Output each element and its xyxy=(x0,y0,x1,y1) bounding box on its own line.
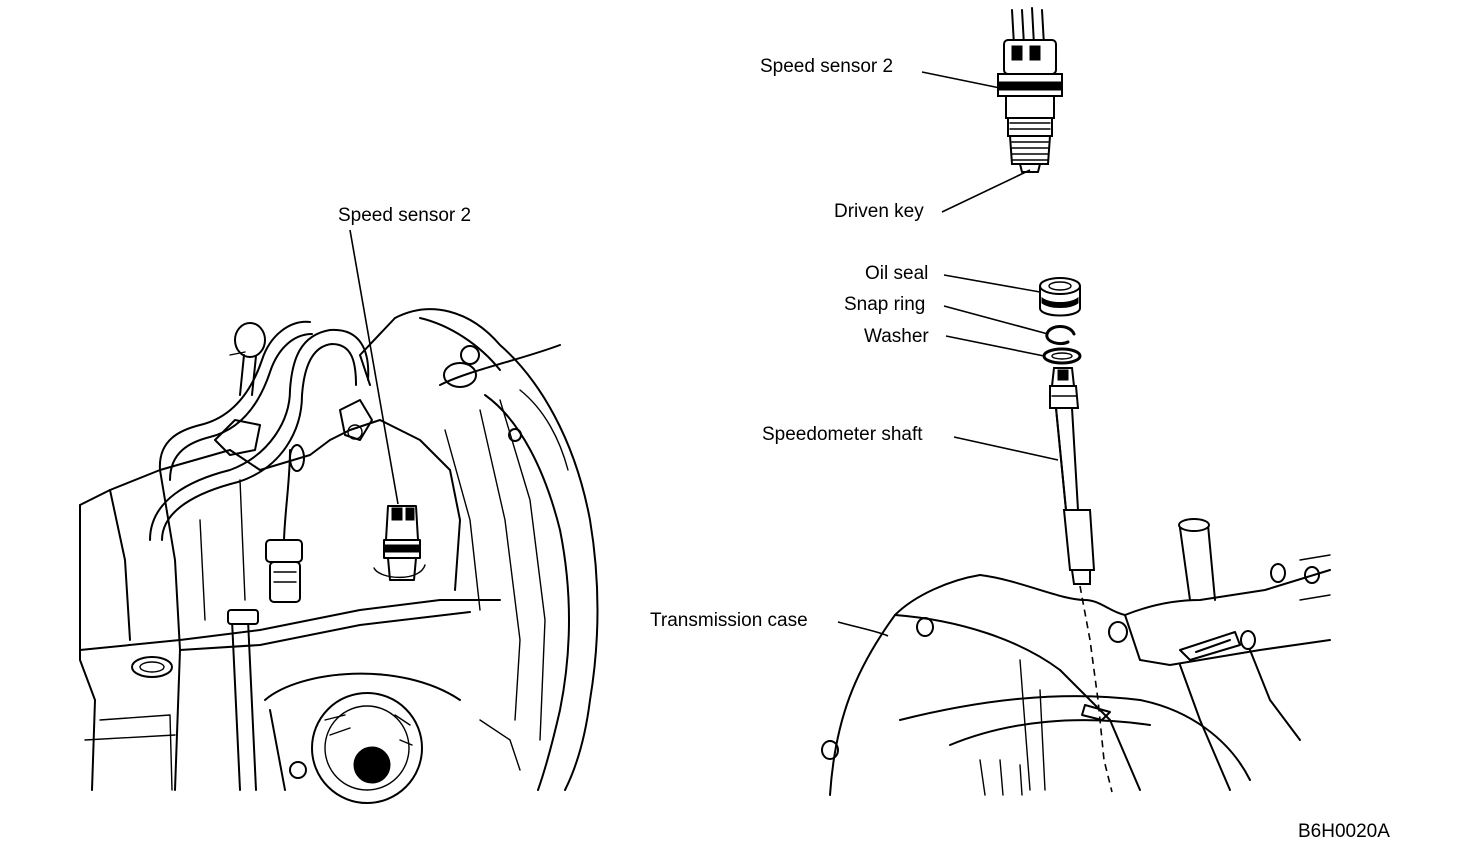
washer-leader xyxy=(945,335,1045,357)
washer xyxy=(1042,347,1082,365)
oil-seal-label: Oil seal xyxy=(865,263,929,284)
transmission-case-leader xyxy=(837,621,889,637)
left-speed-sensor-leader xyxy=(349,229,399,505)
figure-code: B6H0020A xyxy=(1298,821,1390,842)
left-speed-sensor-label: Speed sensor 2 xyxy=(338,205,472,226)
right-speed-sensor-leader xyxy=(921,71,1001,89)
driven-key-label: Driven key xyxy=(834,201,924,222)
oil-seal xyxy=(1039,277,1081,317)
left-transmission-assembly xyxy=(79,308,599,804)
washer-label: Washer xyxy=(864,326,929,347)
snap-ring xyxy=(1045,325,1076,346)
speedometer-shaft-label: Speedometer shaft xyxy=(762,424,923,445)
oil-seal-leader xyxy=(943,274,1041,293)
right-speed-sensor-label: Speed sensor 2 xyxy=(760,56,894,77)
snap-ring-leader xyxy=(943,305,1049,335)
right-speed-sensor-2 xyxy=(997,7,1063,173)
alignment-line xyxy=(1079,585,1113,793)
driven-key-leader xyxy=(941,169,1031,213)
speedometer-shaft-leader xyxy=(953,436,1059,461)
right-transmission-case xyxy=(821,518,1331,796)
snap-ring-label: Snap ring xyxy=(844,294,926,315)
speedometer-shaft xyxy=(1049,367,1096,585)
transmission-case-label: Transmission case xyxy=(650,610,808,631)
left-speed-sensor-2-installed xyxy=(373,505,426,581)
